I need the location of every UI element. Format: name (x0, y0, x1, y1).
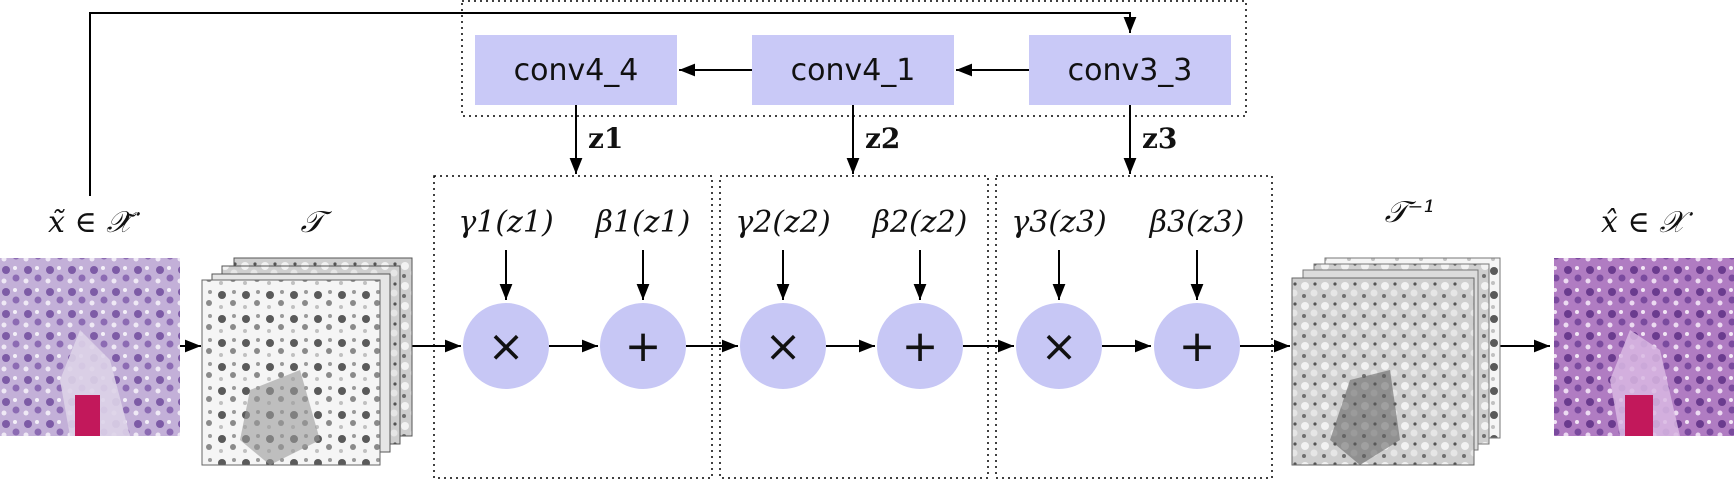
conv-box-conv3-3: conv3_3 (1029, 35, 1231, 105)
gamma-2-label: γ2(z2) (735, 205, 830, 240)
multiply-3-symbol: × (1041, 321, 1078, 372)
conv3-3-label: conv3_3 (1068, 53, 1193, 88)
transform-image-stack (201, 257, 413, 466)
multiply-node-1 (463, 303, 549, 389)
beta-1-label: β1(z1) (595, 205, 691, 240)
multiply-node-2 (740, 303, 826, 389)
transform-label: 𝒯 (301, 205, 333, 240)
output-he-image (1554, 258, 1734, 436)
add-2-symbol: + (902, 321, 939, 372)
multiply-1-symbol: × (488, 321, 525, 372)
z1-label: z1 (588, 122, 623, 155)
inverse-transform-image-stack (1291, 257, 1501, 466)
z3-label: z3 (1142, 122, 1177, 155)
add-3-symbol: + (1179, 321, 1216, 372)
gamma-3-label: γ3(z3) (1011, 205, 1106, 240)
input-label: x̃ ∈ 𝒳̃ (48, 205, 140, 240)
conv-box-conv4-4: conv4_4 (475, 35, 677, 105)
z2-label: z2 (865, 122, 900, 155)
add-1-symbol: + (625, 321, 662, 372)
add-node-2 (877, 303, 963, 389)
stage-frame-1 (433, 175, 713, 479)
conv-box-conv4-1: conv4_1 (752, 35, 954, 105)
gamma-1-label: γ1(z1) (458, 205, 553, 240)
multiply-2-symbol: × (765, 321, 802, 372)
conv4-4-box-bg (475, 35, 677, 105)
beta-2-label: β2(z2) (872, 205, 968, 240)
inverse-transform-label: 𝒯⁻¹ (1385, 195, 1436, 230)
stage-frame-2 (719, 175, 989, 479)
conv4-4-label: conv4_4 (514, 53, 639, 88)
conv3-3-box-bg (1029, 35, 1231, 105)
add-node-3 (1154, 303, 1240, 389)
add-node-1 (600, 303, 686, 389)
output-label: x̂ ∈ 𝒳 (1601, 205, 1693, 240)
multiply-node-3 (1016, 303, 1102, 389)
input-to-conv3-arrow (89, 12, 1137, 196)
conv4-1-box-bg (752, 35, 954, 105)
input-he-image (0, 258, 180, 436)
beta-3-label: β3(z3) (1149, 205, 1245, 240)
stage-frame-3 (995, 175, 1273, 479)
conv4-1-label: conv4_1 (791, 53, 916, 88)
